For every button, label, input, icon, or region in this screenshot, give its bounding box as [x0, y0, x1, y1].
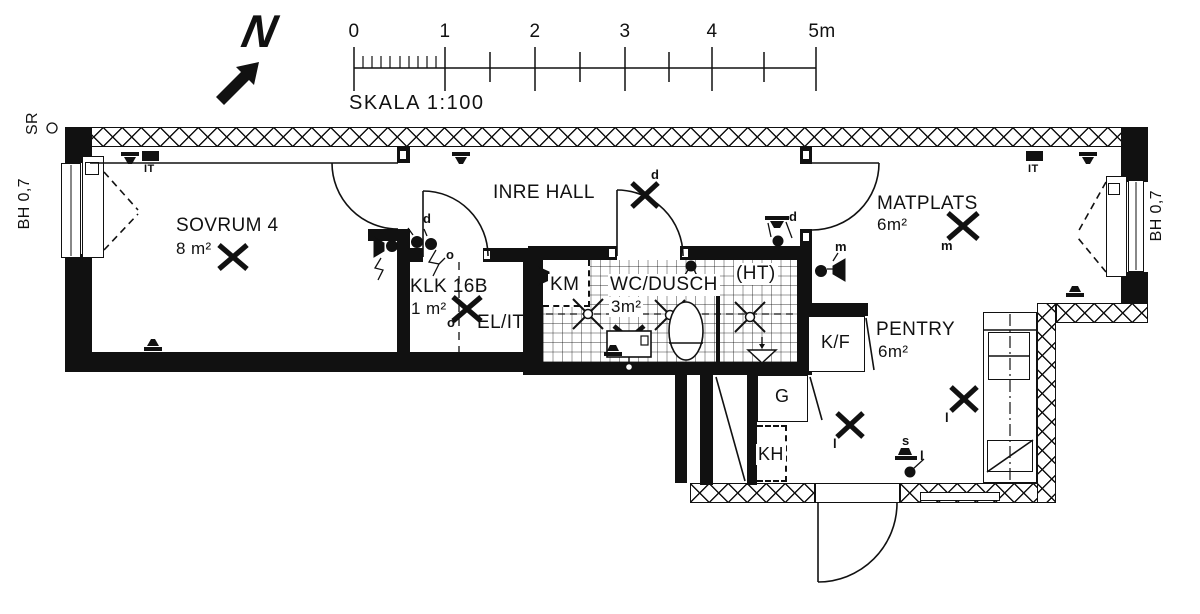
door-entry	[817, 502, 898, 583]
wall-sovrum-south	[65, 352, 543, 372]
fixture-label-g: G	[775, 386, 790, 406]
room-label-klk: KLK 16B	[410, 276, 488, 297]
stove	[988, 332, 1030, 380]
room-area-pentry: 6m²	[878, 342, 909, 361]
letter-m-wall: m	[835, 239, 847, 254]
letter-s-switch: s	[902, 433, 910, 448]
room-label-matplats: MATPLATS	[877, 193, 978, 214]
north-label: N	[237, 5, 283, 57]
wall-wc-north-a	[528, 246, 617, 260]
door-frame	[399, 150, 407, 160]
door-frame	[681, 248, 689, 258]
it-label-left: IT	[144, 163, 155, 175]
it-outlet-icons	[142, 151, 1043, 161]
fridge-freezer-box	[808, 316, 865, 372]
letter-m-matplats: m	[941, 238, 953, 253]
wall-wc-west	[523, 248, 543, 362]
room-label-wc: WC/DUSCH	[608, 274, 720, 296]
wall-shaft-right	[747, 373, 757, 485]
kf-swing-line	[865, 317, 875, 371]
wardrobe-g-box	[757, 375, 808, 422]
kitchen-sink	[987, 440, 1033, 472]
sr-label: SR	[24, 112, 41, 136]
shaft-diagonal	[715, 376, 746, 482]
wall-klk-hinge	[410, 248, 423, 262]
wall-right-top	[1121, 127, 1148, 182]
room-label-sovrum: SOVRUM 4	[176, 215, 279, 236]
g-swing-line	[809, 376, 823, 421]
door-frame	[802, 232, 810, 242]
scale-caption: SKALA 1:100	[349, 92, 485, 114]
room-label-el-it: EL/IT	[477, 312, 525, 333]
letter-o-klk: o	[447, 315, 455, 330]
it-label-right: IT	[1028, 163, 1039, 175]
sill-inset	[920, 492, 1000, 501]
north-arrow-icon	[216, 62, 259, 105]
door-sovrum	[331, 162, 399, 230]
room-area-wc: 3m²	[609, 297, 644, 317]
fixture-label-kh: KH	[756, 444, 786, 465]
letter-l-pentry-2: l	[945, 410, 949, 425]
room-label-ht: (HT)	[734, 263, 778, 285]
scale-tick-1: 1	[439, 21, 451, 42]
wall-wc-north-b	[680, 246, 800, 260]
scale-tick-2: 2	[529, 21, 541, 42]
letter-d-matplats: d	[789, 209, 797, 224]
letter-o-klk-door: o	[446, 247, 454, 262]
wall-shaft-outer	[675, 373, 687, 483]
window-left-latch	[85, 162, 99, 175]
fixture-label-kf: K/F	[821, 332, 851, 352]
door-frame	[608, 248, 616, 258]
scale-bar	[353, 47, 817, 91]
exterior-wall-bottom-left	[690, 483, 815, 503]
entry-door-sill	[815, 483, 900, 503]
door-frame	[483, 250, 491, 260]
wall-right-bottom	[1121, 272, 1148, 303]
fixture-label-km: KM	[548, 274, 582, 296]
scale-tick-3: 3	[619, 21, 631, 42]
letter-d-wc-door: d	[651, 167, 659, 182]
window-right	[1128, 180, 1144, 272]
scale-tick-5m: 5m	[808, 21, 836, 42]
door-wc	[616, 189, 684, 257]
room-label-inre-hall: INRE HALL	[493, 182, 595, 203]
exterior-wall-right-vertical	[1037, 303, 1056, 503]
letter-l-pentry-1: l	[833, 436, 837, 451]
letter-d-klk: d	[423, 211, 431, 226]
exterior-wall-southeast	[1056, 303, 1148, 323]
letter-l-switch: l	[920, 448, 924, 463]
door-matplats	[811, 162, 880, 231]
wall-jamb-klk	[368, 229, 410, 241]
scale-tick-4: 4	[706, 21, 718, 42]
exterior-wall-top	[65, 127, 1148, 147]
room-area-sovrum: 8 m²	[176, 239, 212, 258]
room-area-matplats: 6m²	[877, 215, 908, 234]
wall-klk-west	[397, 241, 410, 372]
wall-wc-south	[523, 362, 812, 375]
room-label-pentry: PENTRY	[876, 319, 956, 340]
window-height-left: BH 0,7	[16, 178, 33, 230]
scale-tick-0: 0	[348, 21, 360, 42]
door-frame	[802, 150, 810, 160]
wall-pentry-north	[808, 303, 868, 316]
window-right-latch	[1108, 183, 1120, 195]
window-left	[61, 163, 81, 258]
room-area-klk: 1 m²	[411, 299, 447, 318]
door-klk	[422, 190, 489, 257]
wall-shaft-left	[700, 373, 713, 485]
window-height-right: BH 0,7	[1148, 190, 1165, 242]
